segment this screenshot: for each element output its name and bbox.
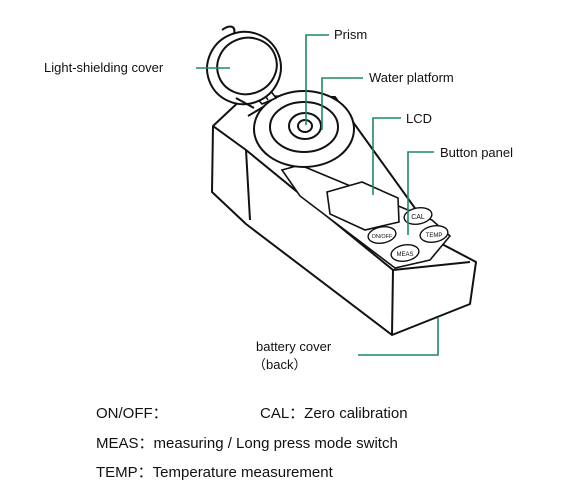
callout-battery-back: （back） [253,357,307,372]
temp-button[interactable]: TEMP [419,224,449,245]
legend-cal: CAL：Zero calibration [260,405,408,422]
callout-prism: Prism [334,27,368,42]
leader-lcd [372,117,401,195]
callout-button-panel: Button panel [440,145,514,160]
prism-housing [253,90,355,168]
cal-button[interactable]: CAL [403,206,433,227]
cal-button-label: CAL [411,214,425,221]
light-shielding-cover [206,25,282,109]
legend-onoff: ON/OFF： [96,405,168,422]
callout-battery-cover: battery cover [256,339,332,354]
onoff-button-label: ON/OFF [372,234,393,240]
legend-temp: TEMP：Temperature measurement [96,464,333,481]
callout-light-shielding-cover: Light-shielding cover [44,60,164,75]
onoff-button[interactable]: ON/OFF [367,225,397,246]
leader-buttons [407,151,434,235]
callout-water-platform: Water platform [369,70,454,85]
meas-button-label: MEAS [396,252,413,258]
legend-meas: MEAS：measuring / Long press mode switch [96,435,398,452]
callout-lcd: LCD [406,111,433,126]
leader-water [321,77,363,130]
temp-button-label: TEMP [426,233,443,239]
refractometer-diagram: CAL ON/OFF TEMP MEAS [196,25,477,356]
button-panel: CAL ON/OFF TEMP MEAS [367,206,449,264]
leader-battery [358,318,439,356]
meas-button[interactable]: MEAS [390,243,420,264]
leader-prism [305,34,329,125]
leader-lines [196,34,439,356]
lcd-screen [326,181,400,231]
